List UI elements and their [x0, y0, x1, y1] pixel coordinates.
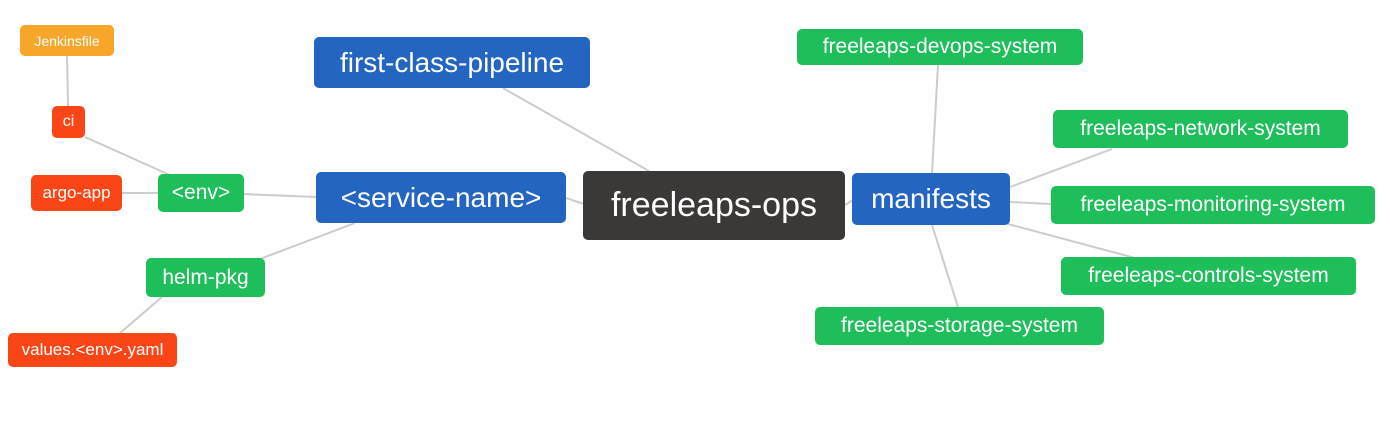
- edge-ci-env: [84, 136, 173, 177]
- node-freeleaps-storage-system[interactable]: freeleaps-storage-system: [815, 307, 1104, 345]
- edge-manifests-controls-system: [1007, 223, 1136, 259]
- node-freeleaps-monitoring-system[interactable]: freeleaps-monitoring-system: [1051, 186, 1375, 224]
- edge-manifests-devops-system: [931, 64, 939, 174]
- node-jenkinsfile[interactable]: Jenkinsfile: [20, 25, 114, 56]
- node-ci[interactable]: ci: [52, 106, 85, 138]
- node-argo-app[interactable]: argo-app: [31, 175, 122, 211]
- edge-manifests-monitoring-system: [1009, 201, 1052, 205]
- node-freeleaps-network-system[interactable]: freeleaps-network-system: [1053, 110, 1348, 148]
- node-env[interactable]: <env>: [158, 174, 244, 212]
- node-freeleaps-ops-root[interactable]: freeleaps-ops: [583, 171, 845, 240]
- node-freeleaps-devops-system[interactable]: freeleaps-devops-system: [797, 29, 1083, 65]
- edge-first-class-pipeline-freeleaps-ops: [502, 87, 650, 172]
- node-first-class-pipeline[interactable]: first-class-pipeline: [314, 37, 590, 88]
- edge-env-service-name: [242, 193, 317, 198]
- node-helm-pkg[interactable]: helm-pkg: [146, 258, 265, 297]
- edge-manifests-network-system: [1009, 148, 1113, 188]
- edge-jenkinsfile-ci: [66, 55, 69, 107]
- edge-service-name-freeleaps-ops: [565, 197, 585, 205]
- edge-values-env-yaml-helm-pkg: [119, 296, 163, 334]
- edge-helm-pkg-service-name: [259, 222, 356, 260]
- node-freeleaps-controls-system[interactable]: freeleaps-controls-system: [1061, 257, 1356, 295]
- node-values-env-yaml[interactable]: values.<env>.yaml: [8, 333, 177, 367]
- edge-freeleaps-ops-manifests: [844, 199, 854, 206]
- node-manifests[interactable]: manifests: [852, 173, 1010, 225]
- edge-manifests-storage-system: [931, 224, 959, 308]
- node-service-name[interactable]: <service-name>: [316, 172, 566, 223]
